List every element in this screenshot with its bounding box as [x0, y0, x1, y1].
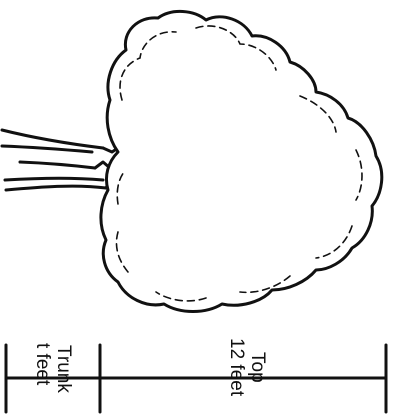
tree-crown: [101, 11, 382, 311]
top-length-label: 12 feet: [226, 338, 247, 397]
trunk-label: Trunk: [53, 345, 74, 393]
top-label: Top: [247, 352, 268, 383]
trunk-length-label: t feet: [32, 343, 53, 386]
